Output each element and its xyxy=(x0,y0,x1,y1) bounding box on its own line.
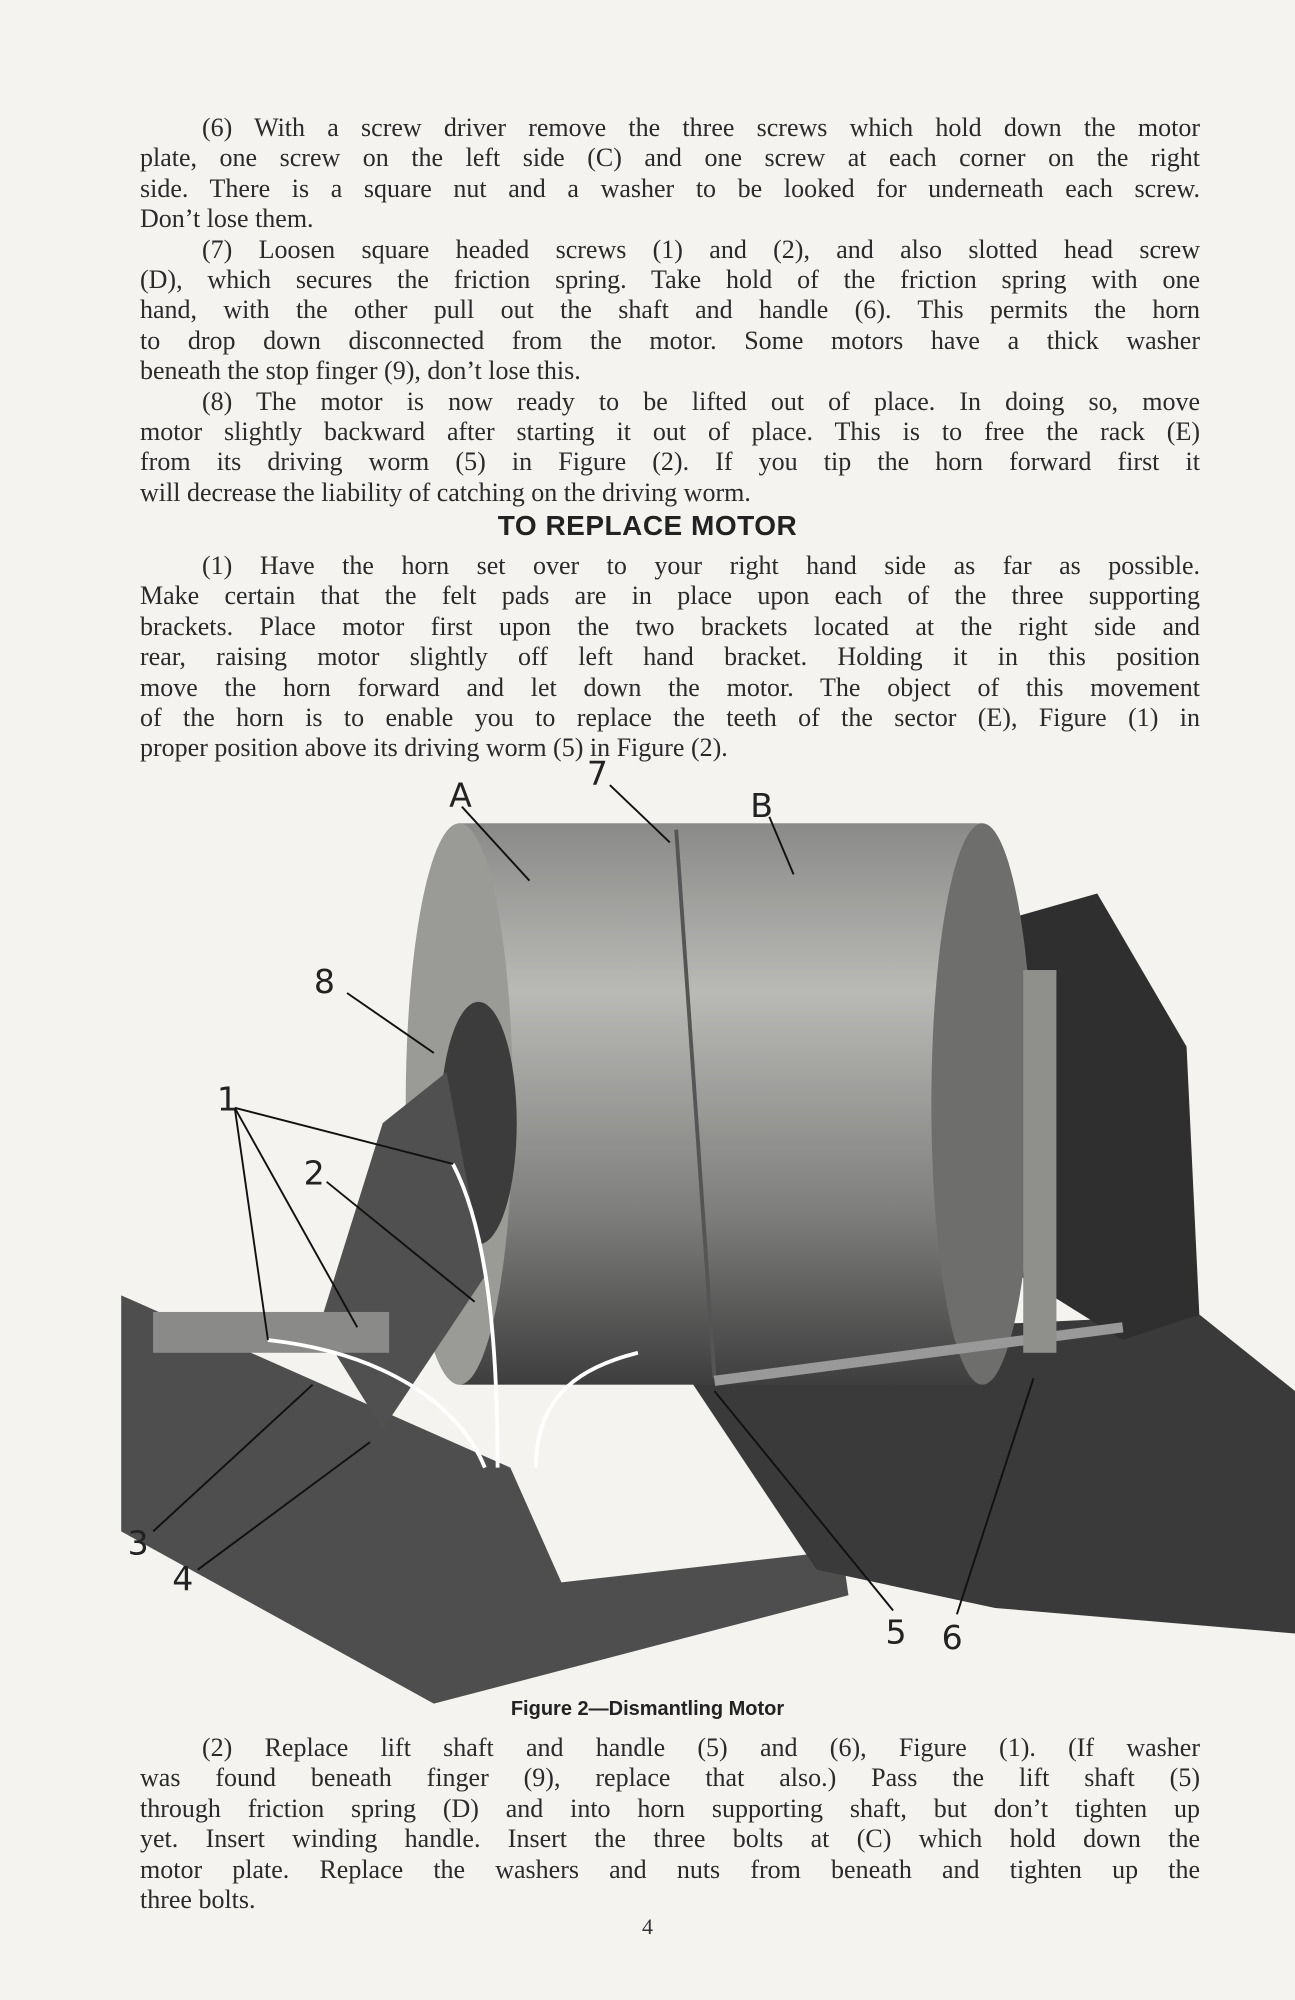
text-line: (2) Replace lift shaft and handle (5) an… xyxy=(202,1733,1200,1762)
text-line: hand, with the other pull out the shaft … xyxy=(140,295,1200,325)
right-frame xyxy=(663,1314,1295,1634)
motor-cylinder xyxy=(459,823,983,1385)
text-line: through friction spring (D) and into hor… xyxy=(140,1793,1200,1823)
text-line: (8) The motor is now ready to be lifted … xyxy=(202,386,1200,416)
text-line: motor slightly backward after starting i… xyxy=(140,416,1200,446)
label-1: 1 xyxy=(217,1079,238,1118)
text-line: of the horn is to enable you to replace … xyxy=(140,702,1200,732)
figure-caption: Figure 2—Dismantling Motor xyxy=(510,1698,785,1720)
text-line: side. There is a square nut and a washer… xyxy=(140,173,1200,203)
text-line: (7) Loosen square headed screws (1) and … xyxy=(202,234,1200,264)
page-number: 4 xyxy=(642,1914,653,1939)
instructions-replace-step2: (2) Replace lift shaft and handle (5) an… xyxy=(140,1733,1200,1915)
text-line: from its driving worm (5) in Figure (2).… xyxy=(140,447,1200,477)
left-shaft xyxy=(153,1311,390,1353)
label-7: 7 xyxy=(587,754,608,793)
base-plate xyxy=(121,1295,849,1704)
text-line: (D), which secures the friction spring. … xyxy=(140,264,1200,294)
instructions-replace: (1) Have the horn set over to your right… xyxy=(140,551,1200,764)
text-line: proper position above its driving worm (… xyxy=(140,733,728,763)
text-line: Make certain that the felt pads are in p… xyxy=(140,581,1200,611)
text-line: yet. Insert winding handle. Insert the t… xyxy=(140,1824,1200,1854)
text-line: Don’t lose them. xyxy=(140,204,314,234)
text-line: will decrease the liability of catching … xyxy=(140,477,751,507)
worm-gear xyxy=(1023,970,1057,1353)
label-4: 4 xyxy=(172,1559,193,1598)
instructions-dismantle: (6) With a screw driver remove the three… xyxy=(140,113,1200,508)
label-a: A xyxy=(449,776,472,815)
text-line: to drop down disconnected from the motor… xyxy=(140,325,1200,355)
label-8: 8 xyxy=(314,962,335,1001)
text-line: plate, one screw on the left side (C) an… xyxy=(140,143,1200,173)
label-5: 5 xyxy=(885,1613,906,1652)
text-line: was found beneath finger (9), replace th… xyxy=(140,1763,1200,1793)
text-line: brackets. Place motor first upon the two… xyxy=(140,611,1200,641)
section-heading: TO REPLACE MOTOR xyxy=(497,510,798,541)
text-line: (1) Have the horn set over to your right… xyxy=(202,551,1200,580)
text-line: three bolts. xyxy=(140,1884,256,1914)
label-3: 3 xyxy=(128,1523,149,1562)
label-b: B xyxy=(750,786,773,825)
text-line: (6) With a screw driver remove the three… xyxy=(202,113,1200,142)
text-line: beneath the stop finger (9), don’t lose … xyxy=(140,356,581,386)
label-6: 6 xyxy=(942,1618,963,1657)
text-line: move the horn forward and let down the m… xyxy=(140,672,1200,702)
label-2: 2 xyxy=(304,1153,325,1192)
text-line: motor plate. Replace the washers and nut… xyxy=(140,1854,1200,1884)
text-line: rear, raising motor slightly off left ha… xyxy=(140,642,1200,672)
